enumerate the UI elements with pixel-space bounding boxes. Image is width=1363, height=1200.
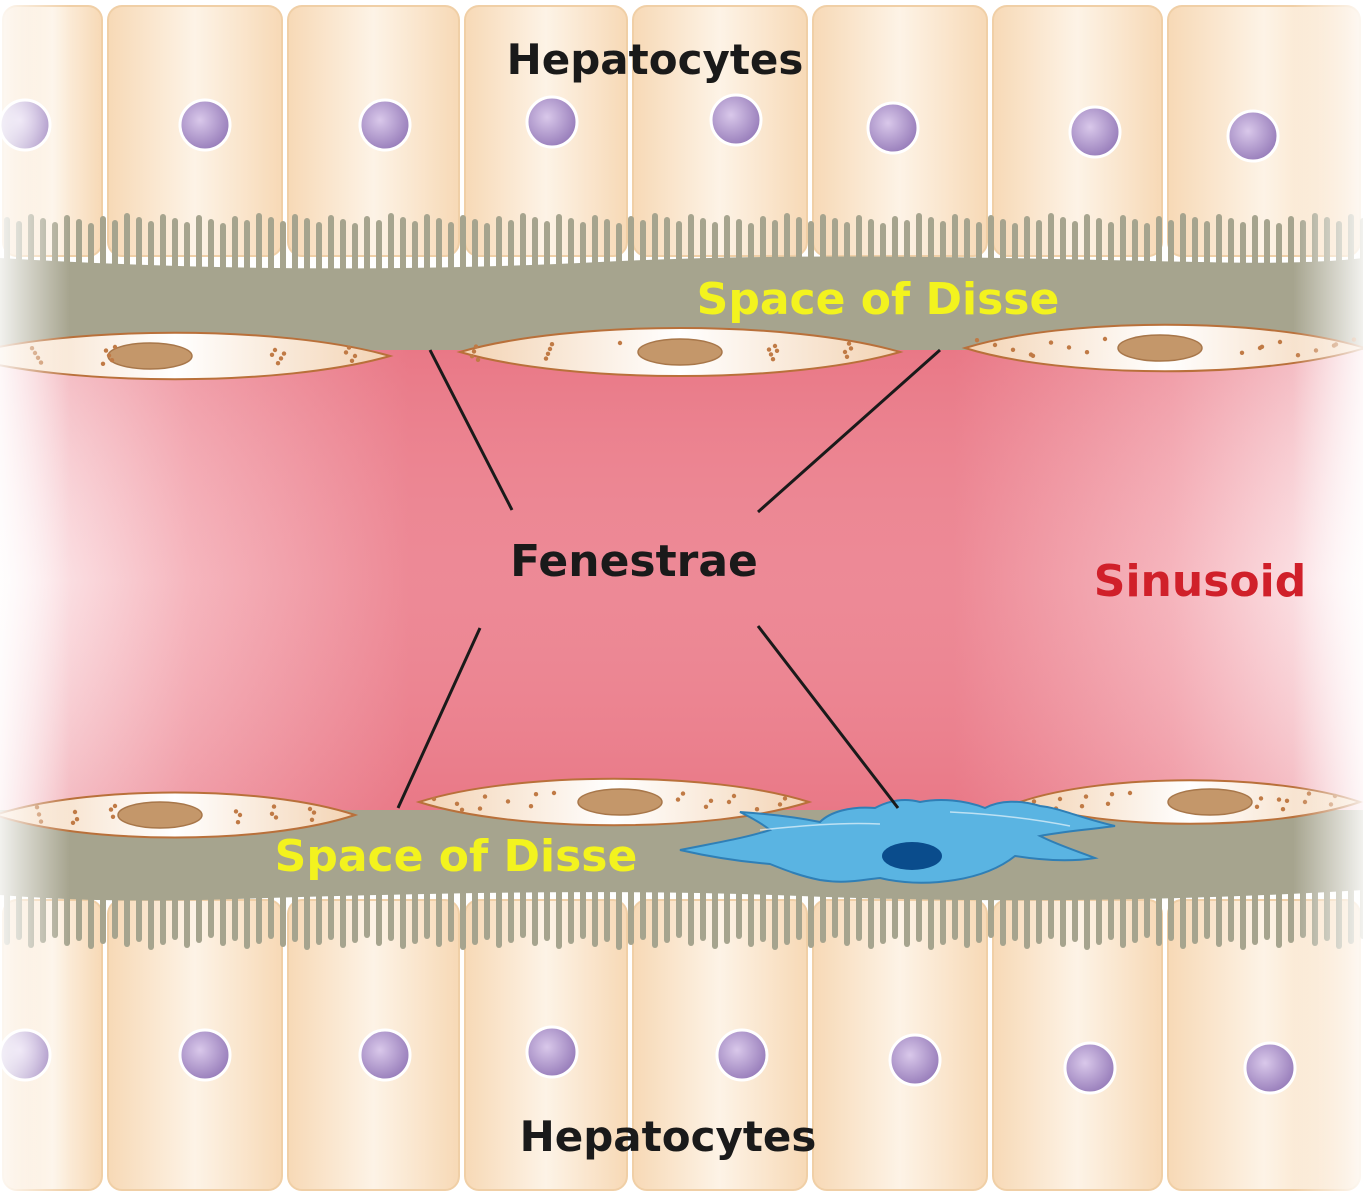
hepatocyte-nucleus	[1063, 1041, 1117, 1095]
endothelial-cells	[0, 323, 1363, 839]
fenestrae-pointers	[396, 348, 941, 809]
hepatocyte-nucleus	[178, 98, 232, 152]
space-of-disse-label-bottom: Space of Disse	[274, 831, 638, 882]
endothelial-nucleus	[107, 342, 193, 370]
stellate-cell-icon	[679, 799, 1116, 884]
hepatocyte-nucleus	[1226, 109, 1280, 163]
hepatocyte-nucleus	[866, 101, 920, 155]
space-of-disse-label-top: Space of Disse	[696, 274, 1060, 325]
hepatocyte-nucleus	[888, 1033, 942, 1087]
hepatocyte-nucleus	[525, 1025, 579, 1079]
hepatocyte-nucleus	[715, 1028, 769, 1082]
hepatocytes-label-top: Hepatocytes	[506, 35, 804, 84]
hepatocyte-nucleus	[358, 98, 412, 152]
endothelial-nucleus	[1117, 334, 1203, 362]
hepatocyte-nucleus	[358, 1028, 412, 1082]
hepatocyte-nucleus	[178, 1028, 232, 1082]
space-of-disse-top	[0, 256, 1363, 350]
hepatocyte-nucleus	[1068, 105, 1122, 159]
sinusoid-shading	[0, 350, 1363, 810]
hepatocyte-nucleus	[1243, 1041, 1297, 1095]
endothelial-nucleus	[1167, 788, 1253, 816]
endothelial-nucleus	[637, 338, 723, 366]
hepatocyte-nucleus	[709, 93, 763, 147]
endothelial-cell	[0, 331, 394, 381]
endothelial-nucleus	[577, 788, 663, 816]
hepatocyte-nucleus	[525, 95, 579, 149]
microvilli-bottom	[4, 888, 1363, 950]
endothelial-nucleus	[117, 801, 203, 829]
hepatocytes-label-bottom: Hepatocytes	[519, 1112, 817, 1161]
fade-left	[0, 0, 70, 1200]
fenestrae-label: Fenestrae	[510, 536, 758, 587]
sinusoid-label: Sinusoid	[1093, 556, 1307, 607]
fade-right	[1293, 0, 1363, 1200]
